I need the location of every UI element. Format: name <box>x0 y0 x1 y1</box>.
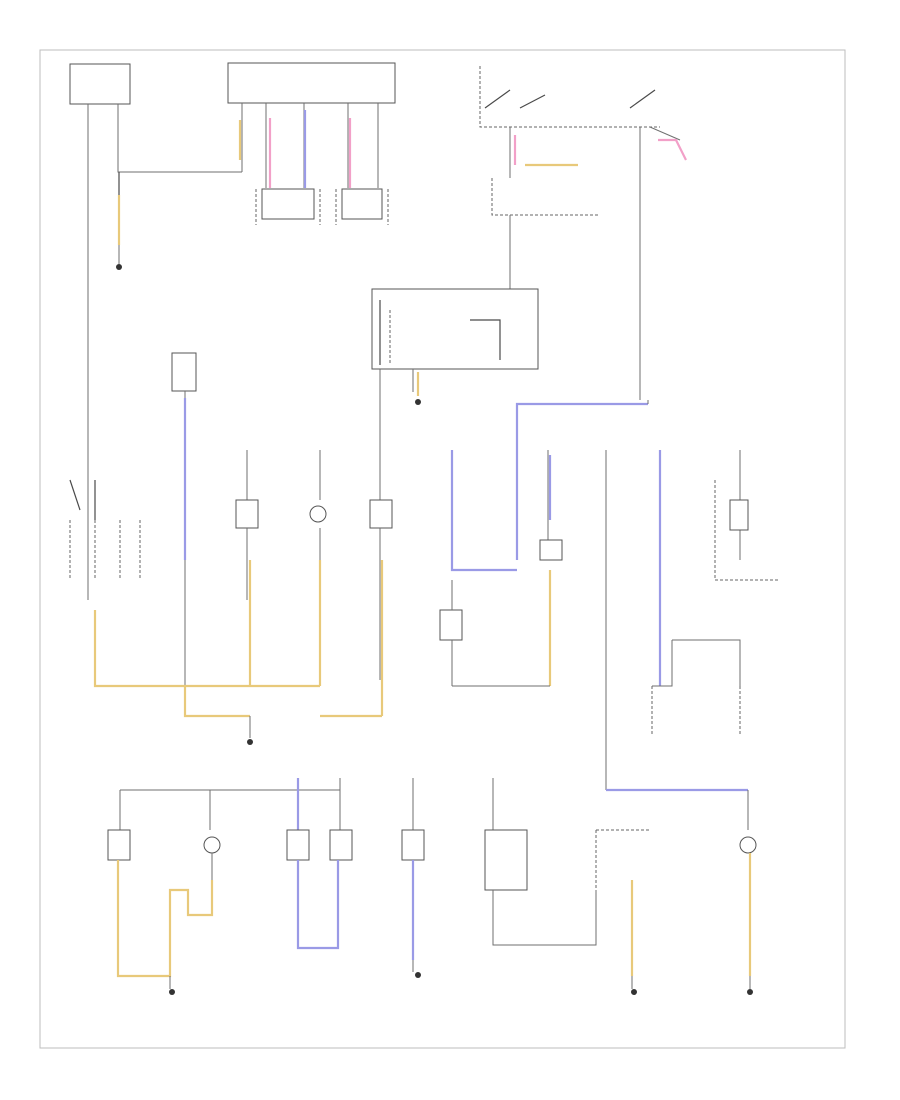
bottom-component-4 <box>401 829 425 861</box>
diagram-border <box>39 49 846 1049</box>
lamp-1 <box>309 505 327 523</box>
top-left-wires <box>87 104 242 418</box>
component-4 <box>439 609 463 641</box>
component-1 <box>235 499 259 529</box>
bottom-lamp-1 <box>203 836 221 854</box>
bottom-component-5 <box>484 829 528 891</box>
right-module <box>714 480 780 581</box>
sensor-block-2 <box>341 188 383 220</box>
top-left-module <box>69 63 131 105</box>
ground-symbol <box>116 264 122 270</box>
top-module-pins <box>241 103 379 188</box>
sensor-block-1 <box>261 188 315 220</box>
ground-2 <box>415 972 421 978</box>
component-2 <box>369 499 393 529</box>
yellow-bus <box>93 610 382 718</box>
top-control-module <box>227 62 396 104</box>
bottom-component-2 <box>286 829 310 861</box>
bottom-component-1 <box>107 829 131 861</box>
ignition-switch <box>479 66 660 128</box>
middle-component-wires <box>246 450 453 500</box>
ground-3 <box>631 989 637 995</box>
ground-4 <box>747 989 753 995</box>
blue-trunk <box>515 402 648 560</box>
central-relay-box <box>371 288 539 370</box>
ground-1 <box>169 989 175 995</box>
relay-block <box>171 352 197 392</box>
component-3 <box>539 539 563 561</box>
bottom-component-3 <box>329 829 353 861</box>
bottom-lamp-2 <box>739 836 757 854</box>
bottom-bus <box>119 778 341 830</box>
